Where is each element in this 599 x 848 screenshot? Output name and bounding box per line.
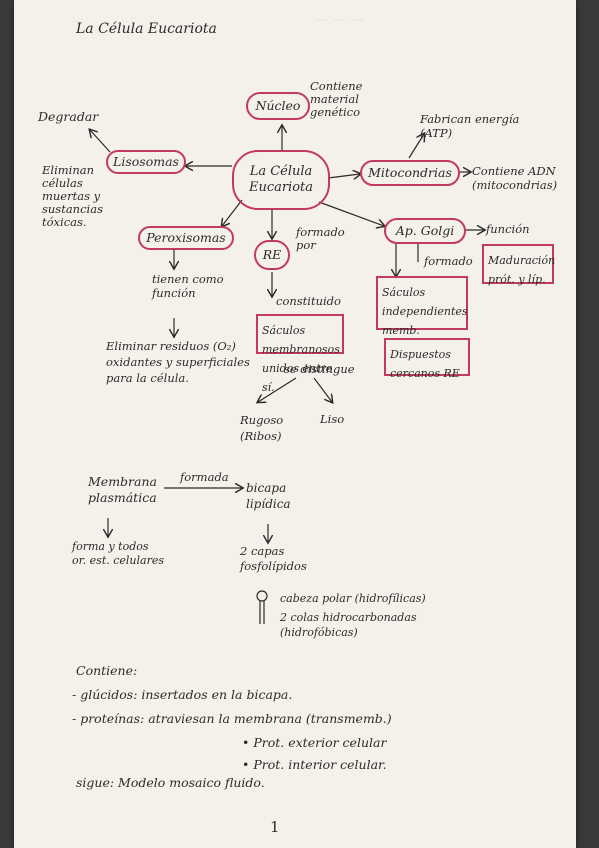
mitocondrias-fabrican: Fabrican energía (ATP)	[420, 112, 520, 140]
nucleo-note: Contiene material genético	[310, 79, 363, 119]
re-formado: formado por	[296, 225, 345, 252]
re-liso: Liso	[320, 412, 345, 426]
golgi-formado: formado	[424, 254, 473, 268]
re-sacos: Sáculos membranosos unidos entre sí.	[262, 324, 340, 394]
re-rugoso: Rugoso (Ribos)	[240, 413, 284, 443]
re-distingue: se distingue	[284, 362, 355, 376]
node-peroxisomas: Peroxisomas	[138, 226, 234, 250]
membrana-bicapa: bicapa lipídica	[246, 481, 291, 511]
golgi-maduracion: Maduración prót. y líp.	[488, 254, 556, 286]
peroxisomas-tienen: tienen como función	[152, 272, 224, 300]
contiene-label: Contiene:	[76, 663, 138, 678]
re-label: RE	[262, 247, 282, 262]
membrana-colas: 2 colas hidrocarbonadas (hidrofóbicas)	[280, 611, 417, 639]
re-sacos-box: Sáculos membranosos unidos entre sí.	[256, 314, 344, 394]
contiene-sigue: sigue: Modelo mosaico fluido.	[76, 775, 265, 790]
nucleo-label: Núcleo	[255, 98, 301, 113]
mitocondrias-label: Mitocondrias	[368, 165, 452, 180]
lisosomas-degradar: Degradar	[38, 109, 99, 124]
node-re: RE	[254, 240, 290, 270]
node-mitocondrias: Mitocondrias	[360, 160, 460, 186]
golgi-sacos-box: Sáculos independientes memb.	[376, 276, 468, 337]
node-celula-eucariota: La Célula Eucariota	[232, 150, 330, 210]
node-golgi: Ap. Golgi	[384, 218, 466, 244]
page-number: 1	[270, 818, 280, 836]
golgi-label: Ap. Golgi	[395, 223, 455, 238]
golgi-maduracion-box: Maduración prót. y líp.	[482, 244, 556, 286]
contiene-proteinas: - proteínas: atraviesan la membrana (tra…	[72, 711, 392, 726]
membrana-forma: forma y todos or. est. celulares	[72, 540, 164, 567]
membrana-formada: formada	[180, 470, 229, 484]
contiene-prot-exterior: • Prot. exterior celular	[242, 735, 387, 750]
golgi-dispuestos-box: Dispuestos cercanos RE	[384, 338, 470, 380]
notebook-page: — — — La Célula Eucariota	[14, 0, 576, 848]
contiene-prot-interior: • Prot. interior celular.	[242, 757, 387, 772]
membrana-capas: 2 capas fosfolípidos	[240, 544, 307, 573]
contiene-glucidos: - glúcidos: insertados en la bicapa.	[72, 687, 293, 702]
center-label: La Célula Eucariota	[248, 164, 314, 195]
golgi-dispuestos: Dispuestos cercanos RE	[390, 348, 460, 380]
membrana-cabeza: cabeza polar (hidrofílicas)	[280, 592, 426, 605]
golgi-sacos: Sáculos independientes memb.	[382, 286, 468, 337]
connector-arrows	[14, 0, 576, 624]
lisosomas-eliminar: Eliminan células muertas y sustancias tó…	[42, 163, 103, 229]
membrana-label: Membrana plasmática	[88, 474, 157, 505]
node-lisosomas: Lisosomas	[106, 150, 186, 174]
node-nucleo: Núcleo	[246, 92, 310, 120]
peroxisomas-eliminar: Eliminar residuos (O₂) oxidantes y super…	[106, 339, 250, 385]
golgi-funcion: función	[486, 222, 530, 236]
lisosomas-label: Lisosomas	[113, 154, 179, 169]
re-constituido: constituido	[276, 294, 341, 308]
mitocondrias-contiene: Contiene ADN (mitocondrias)	[472, 164, 558, 192]
page-title: La Célula Eucariota	[76, 21, 217, 37]
peroxisomas-label: Peroxisomas	[146, 230, 226, 245]
